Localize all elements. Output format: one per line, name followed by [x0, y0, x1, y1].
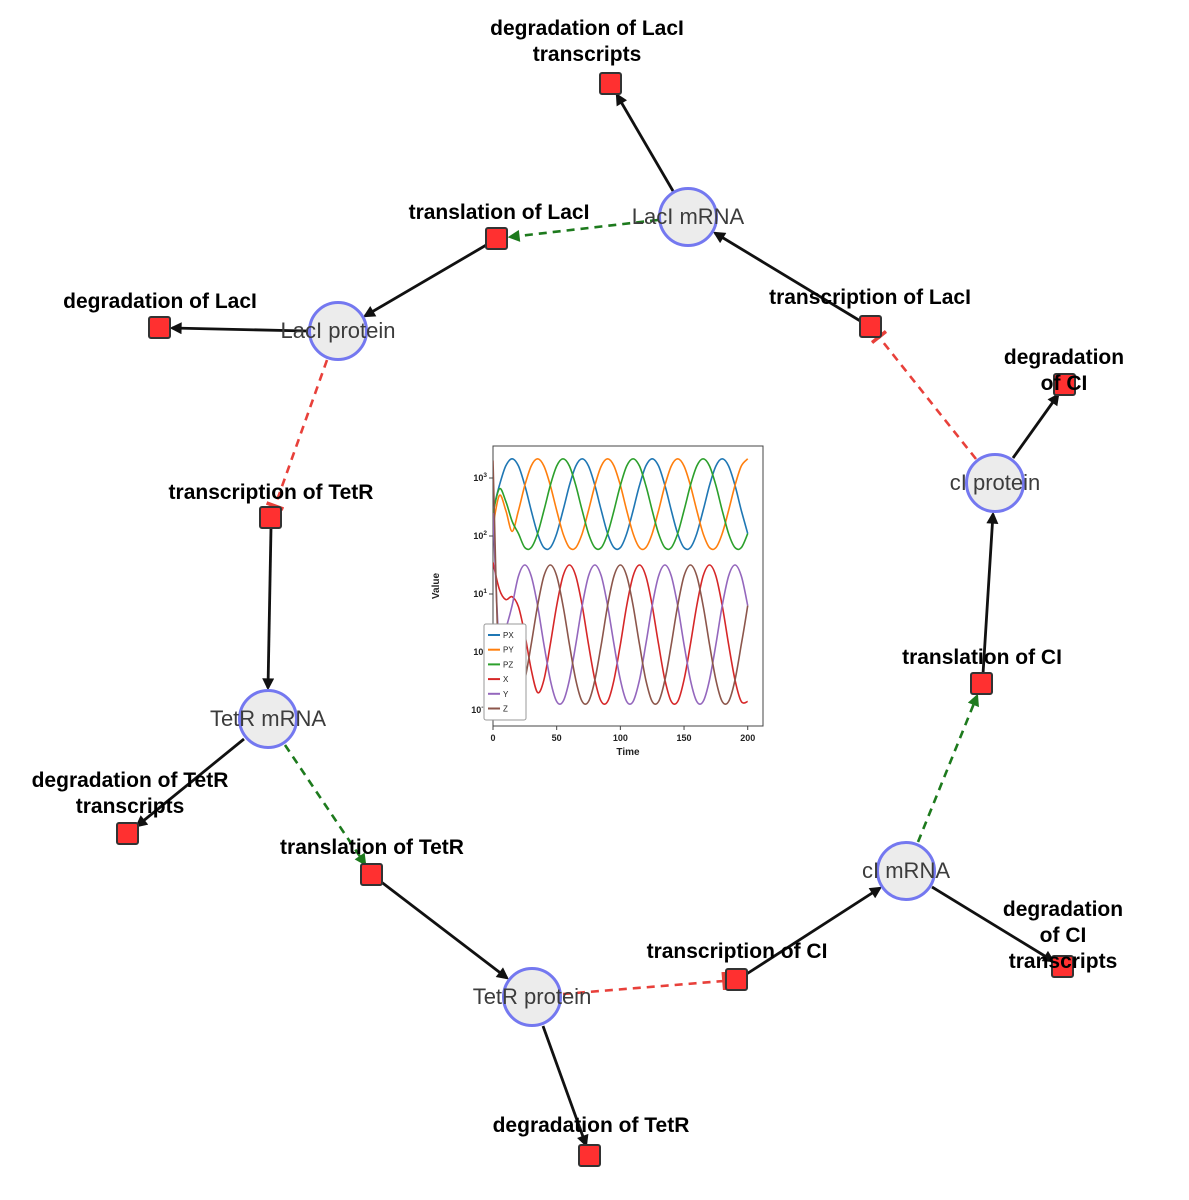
edge-tetr-protein-to-degradation-tetr [541, 1025, 589, 1148]
reaction-label-translation-laci: translation of LacI [408, 201, 590, 224]
reaction-node-degradation-tetr-transcripts [116, 822, 139, 845]
species-node-ci-protein: cI protein [950, 453, 1040, 513]
reaction-node-degradation-laci [148, 316, 171, 339]
x-tick-label: 200 [740, 733, 755, 743]
reaction-node-translation-laci [485, 227, 508, 250]
edge-transcription-ci-to-ci-mrna [744, 886, 883, 977]
x-tick-label: 100 [613, 733, 628, 743]
edge-ci-protein-inhibits-transcription-laci [870, 329, 978, 460]
inset-chart: 05010015020010-1100101102103TimeValuePXP… [431, 445, 764, 758]
edge-ci-mrna-to-degradation-ci-transcripts [931, 885, 1056, 963]
reaction-node-degradation-ci-transcripts [1051, 955, 1074, 978]
reaction-node-transcription-tetr [259, 506, 282, 529]
species-label-laci-protein: LacI protein [280, 318, 396, 343]
reaction-node-transcription-laci [859, 315, 882, 338]
species-node-laci-protein: LacI protein [281, 301, 395, 361]
y-tick-label: 102 [473, 530, 487, 541]
reaction-label-translation-tetr: translation of TetR [280, 836, 464, 859]
species-label-laci-mrna: LacI mRNA [631, 204, 745, 229]
reaction-label-degradation-laci-transcripts: degradation of LacI transcripts [490, 17, 684, 67]
species-label-tetr-protein: TetR protein [472, 984, 592, 1009]
series-X [493, 562, 748, 705]
legend-label-X: X [503, 675, 509, 684]
series-Z [493, 460, 749, 705]
edge-transcription-laci-to-laci-mrna [712, 231, 863, 324]
edge-translation-ci-to-ci-protein [981, 511, 999, 675]
reaction-label-degradation-ci-transcripts: degradation of CI transcripts [1002, 898, 1124, 974]
edge-tetr-mrna-to-degradation-tetr-transcripts [135, 737, 245, 828]
reaction-label-transcription-ci: transcription of CI [646, 940, 828, 963]
reaction-node-degradation-ci [1053, 373, 1076, 396]
reaction-label-transcription-tetr: transcription of TetR [168, 481, 374, 504]
species-node-ci-mrna: cI mRNA [862, 841, 950, 901]
species-node-tetr-mrna: TetR mRNA [210, 689, 326, 749]
species-node-laci-mrna: LacI mRNA [632, 187, 744, 247]
chart-series-group [493, 457, 749, 705]
reaction-label-degradation-ci: degradation of CI [1003, 346, 1125, 396]
y-axis-label: Value [431, 573, 442, 600]
reaction-label-transcription-laci: transcription of LacI [769, 286, 971, 309]
edge-translation-tetr-to-tetr-protein [379, 879, 509, 980]
chart-legend: PX PY PZ XYZ [483, 623, 527, 721]
y-tick-label: 103 [473, 472, 487, 483]
reaction-node-translation-tetr [360, 863, 383, 886]
x-tick-label: 0 [490, 733, 495, 743]
species-label-ci-protein: cI protein [949, 470, 1041, 495]
series-PX [493, 457, 749, 551]
edge-ci-protein-to-degradation-ci [1011, 393, 1060, 459]
reaction-label-degradation-tetr: degradation of TetR [492, 1114, 690, 1137]
edge-laci-protein-to-degradation-laci [169, 322, 308, 335]
reaction-label-degradation-tetr-transcripts: degradation of TetR transcripts [31, 769, 229, 819]
edge-laci-mrna-to-translation-laci [507, 218, 659, 242]
edge-translation-laci-to-laci-protein [362, 242, 489, 318]
y-tick-label: 101 [473, 588, 487, 599]
reaction-node-transcription-ci [725, 968, 748, 991]
legend-label-PY: PY [503, 646, 514, 655]
species-node-tetr-protein: TetR protein [473, 967, 591, 1027]
edge-laci-mrna-to-degradation-laci-transcripts [615, 92, 675, 192]
series-Y [493, 512, 749, 705]
legend-label-Z: Z [503, 705, 508, 714]
reaction-node-degradation-tetr [578, 1144, 601, 1167]
species-label-tetr-mrna: TetR mRNA [209, 706, 327, 731]
edge-ci-mrna-to-translation-ci [916, 693, 979, 843]
x-tick-label: 50 [552, 733, 562, 743]
legend-label-Y: Y [503, 690, 509, 699]
edge-transcription-tetr-to-tetr-mrna [262, 527, 275, 691]
species-label-ci-mrna: cI mRNA [862, 858, 950, 883]
edge-tetr-mrna-to-translation-tetr [283, 744, 367, 866]
legend-label-PZ: PZ [503, 660, 513, 669]
series-PZ [493, 457, 749, 551]
reaction-label-translation-ci: translation of CI [902, 646, 1062, 669]
edge-laci-protein-inhibits-transcription-tetr [265, 359, 329, 511]
x-tick-label: 150 [677, 733, 692, 743]
reaction-label-degradation-laci: degradation of LacI [63, 290, 257, 313]
reaction-node-degradation-laci-transcripts [599, 72, 622, 95]
legend-label-PX: PX [503, 631, 514, 640]
reaction-node-translation-ci [970, 672, 993, 695]
x-axis-label: Time [616, 747, 640, 758]
